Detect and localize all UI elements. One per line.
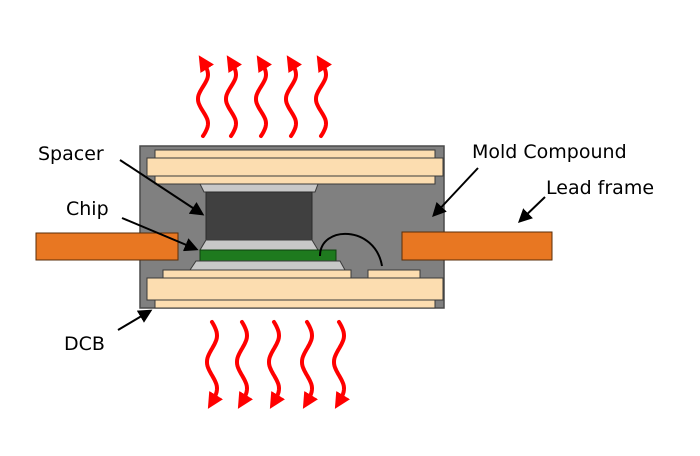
mid-solder-layer (199, 239, 319, 251)
mold-compound-label: Mold Compound (472, 141, 627, 163)
left-lead-frame (35, 232, 179, 261)
chip-label: Chip (66, 198, 109, 220)
dcb-pointer-arrow (117, 309, 153, 331)
bottom-dcb-copper-pad-right (367, 269, 421, 279)
bottom-dcb-ceramic (146, 277, 444, 301)
top-solder-layer (199, 183, 319, 193)
chip (199, 249, 337, 262)
wavy-heat-arrow-down-icon-3 (266, 320, 285, 409)
wavy-heat-arrow-up-icon-3 (253, 55, 273, 138)
bond-wire (319, 233, 383, 267)
lead-frame-pointer-arrow (517, 196, 546, 223)
bottom-dcb-copper-pad-left (162, 269, 352, 279)
wavy-heat-arrow-down-icon-5 (331, 320, 350, 409)
top-dcb-outer-layer (154, 149, 436, 159)
top-dcb-ceramic (146, 157, 444, 177)
wavy-heat-arrow-up-icon-2 (223, 55, 243, 138)
heat-flow-arrows-bottom (204, 320, 350, 409)
spacer-label: Spacer (38, 143, 104, 165)
wavy-heat-arrow-up-icon-4 (283, 55, 303, 138)
top-dcb-inner-layer (154, 175, 436, 185)
wavy-heat-arrow-up-icon-5 (313, 55, 333, 138)
wavy-heat-arrow-down-icon-4 (299, 320, 318, 409)
chip-pointer-arrow (121, 217, 199, 252)
spacer-pointer-arrow (119, 159, 205, 216)
mold-compound-pointer-arrow (432, 167, 479, 218)
bottom-solder-layer (189, 260, 346, 271)
wavy-heat-arrow-down-icon-2 (234, 320, 253, 409)
wavy-heat-arrow-down-icon-1 (204, 320, 223, 409)
heat-flow-arrows-top (195, 55, 333, 138)
wavy-heat-arrow-up-icon-1 (195, 55, 215, 138)
spacer-block (205, 191, 313, 241)
right-lead-frame (401, 231, 553, 261)
lead-frame-label: Lead frame (546, 177, 654, 199)
dcb-label: DCB (64, 333, 105, 355)
bottom-dcb-outer-layer (154, 299, 436, 309)
